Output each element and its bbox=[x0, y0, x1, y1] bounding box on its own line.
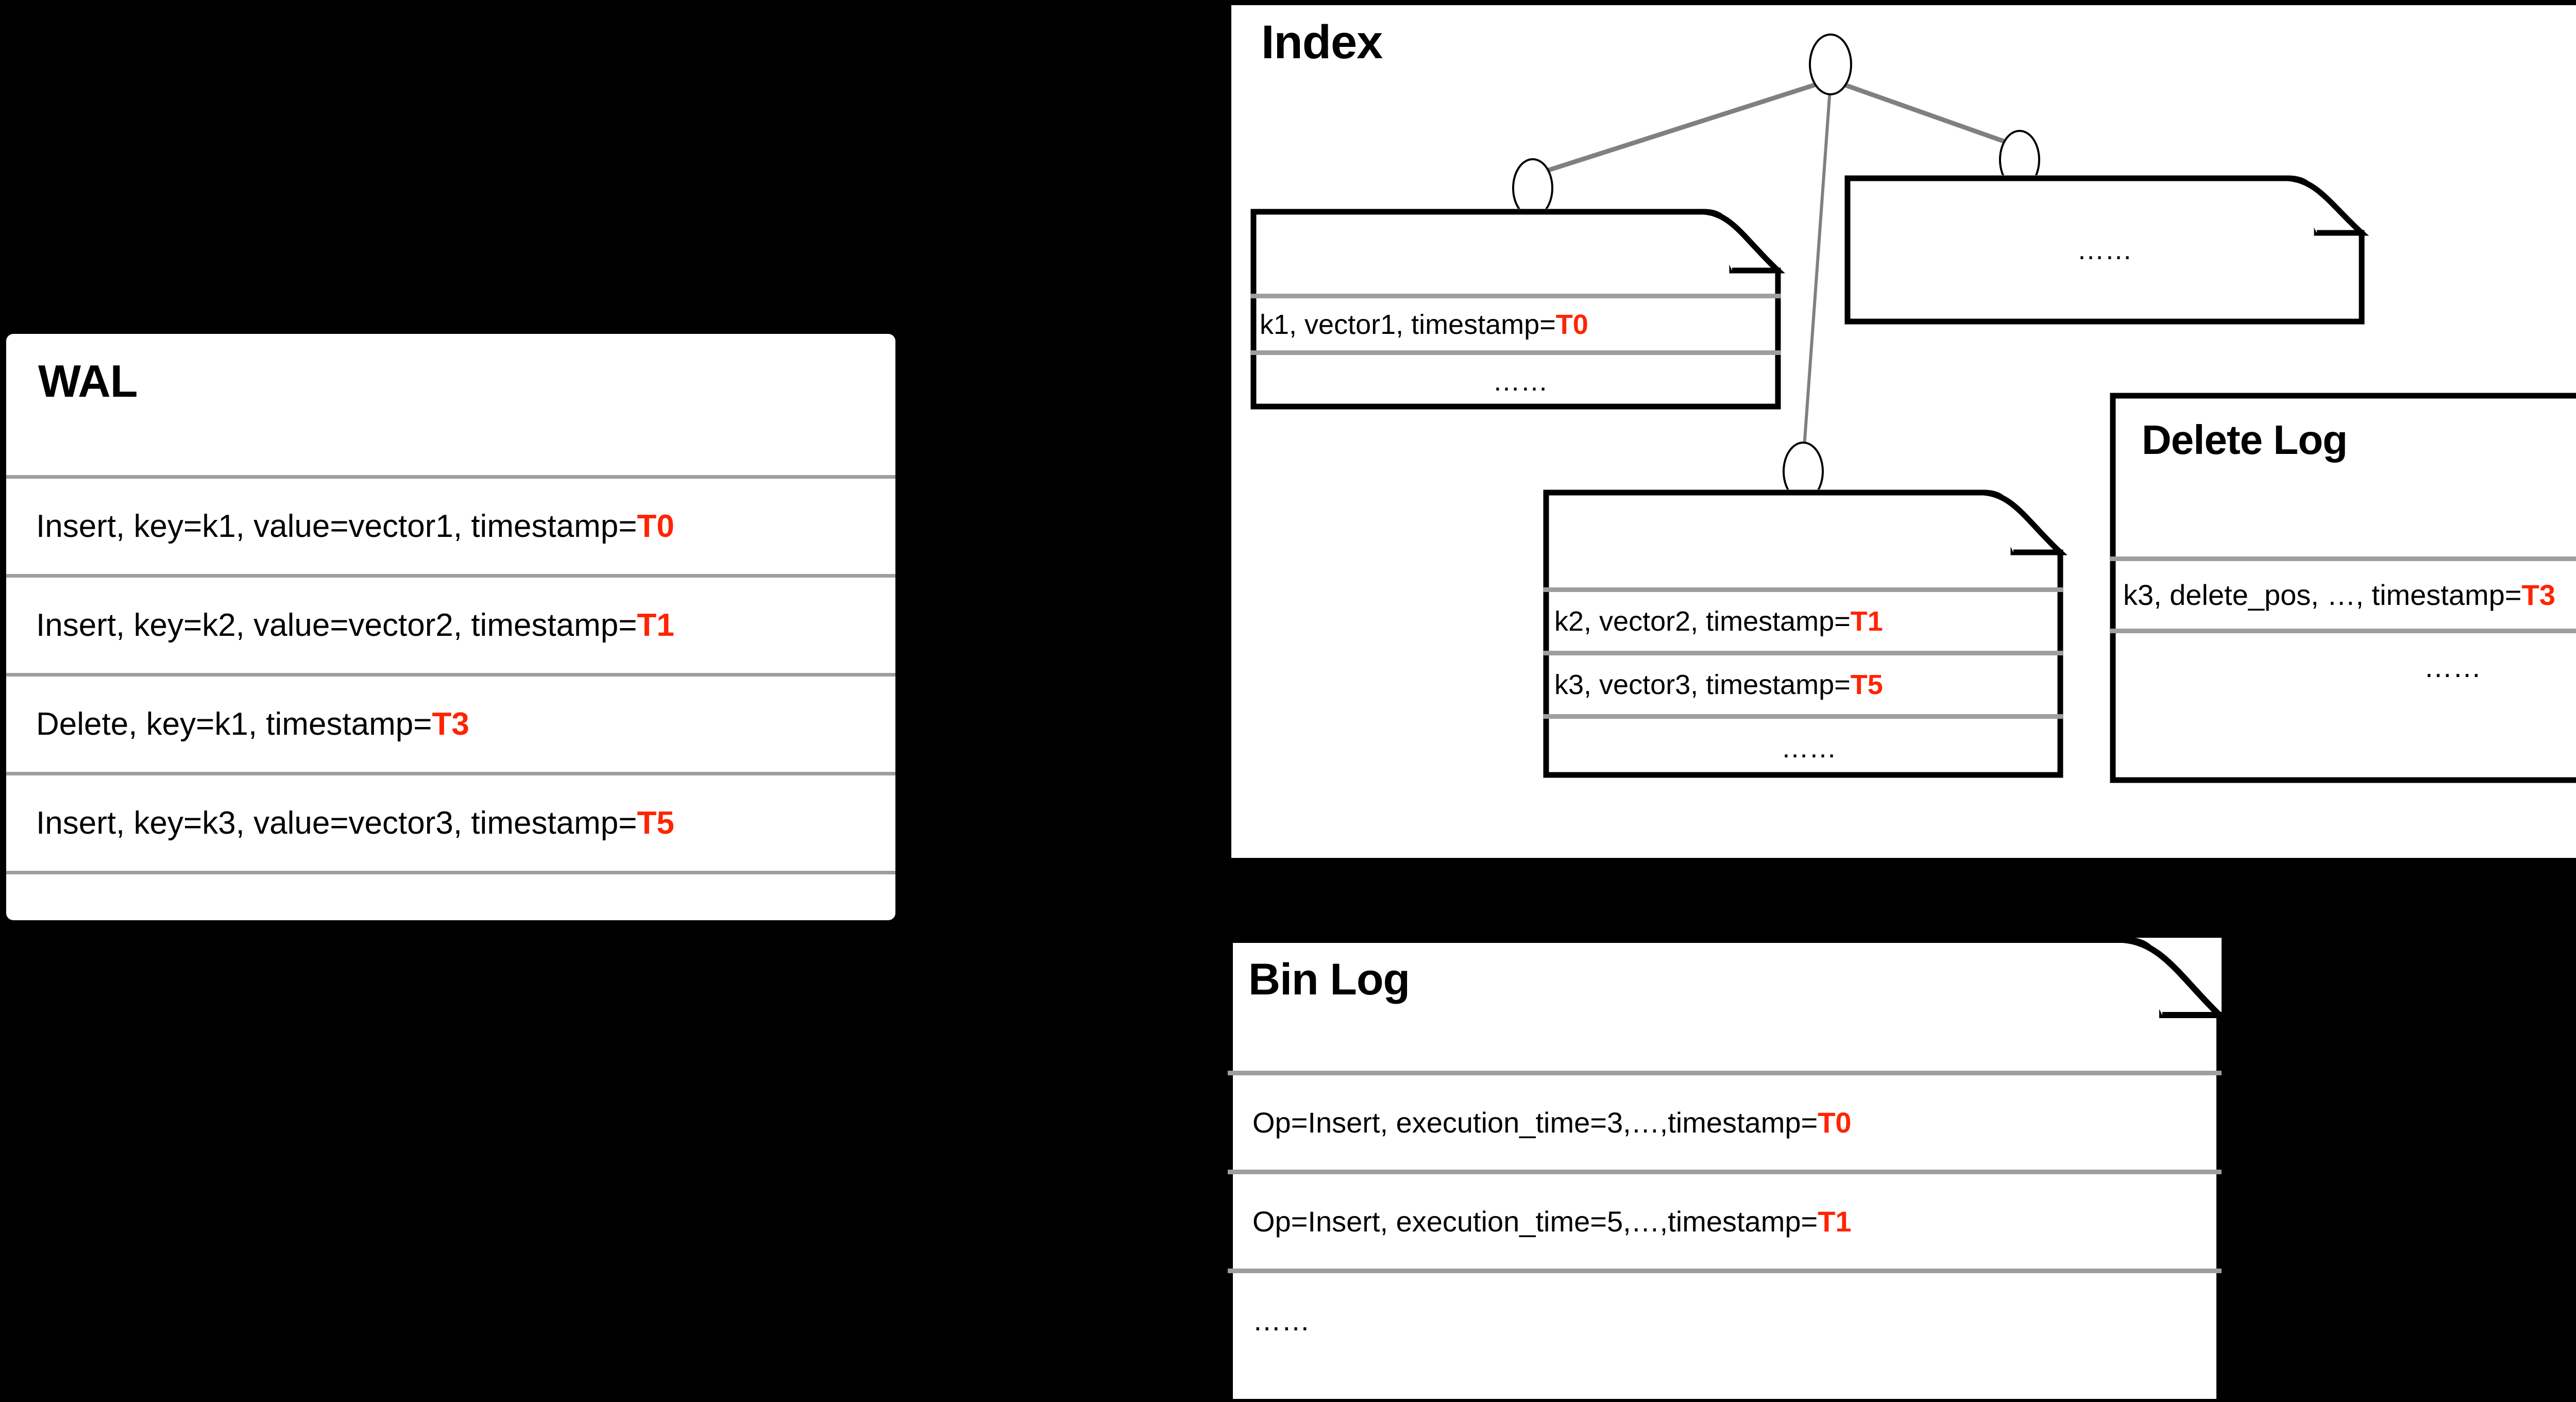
tree-edges bbox=[1532, 77, 2021, 178]
bin-log-row-text: Op=Insert, execution_time=3,…,timestamp= bbox=[1252, 1106, 1818, 1139]
index-node-row-ellipsis: …… bbox=[1250, 350, 1781, 407]
index-node-row-text: k1, vector1, timestamp= bbox=[1260, 309, 1556, 340]
delete-log-card: Delete Log k3, delete_pos, …, timestamp=… bbox=[2110, 393, 2576, 783]
index-panel: Index k1, vector1, timestamp=T0 …… bbox=[1231, 5, 2576, 858]
wal-row: Insert, key=k1, value=vector1, timestamp… bbox=[6, 475, 895, 574]
tree-edge-root-to-node1 bbox=[1532, 77, 1832, 178]
folded-corner-shape bbox=[1844, 175, 2369, 325]
index-node-row-timestamp: T1 bbox=[1850, 606, 1883, 637]
wal-row-timestamp: T5 bbox=[637, 805, 674, 841]
index-node-k2-card: k2, vector2, timestamp=T1 k3, vector3, t… bbox=[1543, 489, 2067, 778]
index-node-k2-rows: k2, vector2, timestamp=T1 k3, vector3, t… bbox=[1543, 587, 2063, 778]
wal-row-text: Insert, key=k2, value=vector2, timestamp… bbox=[36, 607, 637, 643]
wal-row-text: …… bbox=[36, 904, 100, 940]
index-title: Index bbox=[1261, 16, 1383, 69]
index-node-row: k2, vector2, timestamp=T1 bbox=[1543, 587, 2063, 651]
folded-corner-shape bbox=[1250, 209, 1785, 410]
tree-edge-root-to-node3 bbox=[1802, 82, 1832, 462]
wal-row-timestamp: T0 bbox=[637, 509, 674, 544]
bin-log-rows: Op=Insert, execution_time=3,…,timestamp=… bbox=[1228, 1071, 2222, 1367]
delete-log-row: k3, delete_pos, …, timestamp=T3 bbox=[2110, 556, 2576, 629]
delete-log-row-text: k3, delete_pos, …, timestamp= bbox=[2123, 579, 2522, 611]
wal-row-timestamp: T3 bbox=[432, 706, 469, 742]
delete-log-row-text: …… bbox=[2424, 651, 2482, 683]
delete-log-row-timestamp: T3 bbox=[2521, 579, 2555, 611]
index-node-row: k1, vector1, timestamp=T0 bbox=[1250, 294, 1781, 350]
index-node-k1-card: k1, vector1, timestamp=T0 …… bbox=[1250, 209, 1785, 410]
wal-row-text: Delete, key=k1, timestamp= bbox=[36, 706, 432, 742]
delete-log-row-ellipsis: …… bbox=[2110, 629, 2576, 701]
bin-log-row-timestamp: T1 bbox=[1818, 1205, 1852, 1238]
index-node-row-text: k2, vector2, timestamp= bbox=[1554, 606, 1851, 637]
index-node-row-ellipsis: …… bbox=[1844, 175, 2365, 325]
wal-panel: WAL Insert, key=k1, value=vector1, times… bbox=[6, 334, 895, 940]
wal-row: Insert, key=k3, value=vector3, timestamp… bbox=[6, 772, 895, 871]
index-node-row-text: …… bbox=[2077, 234, 2132, 265]
folded-corner-shape bbox=[1543, 489, 2067, 778]
wal-row-list: Insert, key=k1, value=vector1, timestamp… bbox=[6, 475, 895, 970]
bin-log-row-text: …… bbox=[1252, 1304, 1310, 1337]
index-node-row-ellipsis: …… bbox=[1543, 714, 2063, 778]
wal-row-text: Insert, key=k1, value=vector1, timestamp… bbox=[36, 509, 637, 544]
wal-row-ellipsis: …… bbox=[6, 871, 895, 970]
delete-log-title: Delete Log bbox=[2142, 417, 2348, 463]
bin-log-title: Bin Log bbox=[1248, 955, 1410, 1004]
index-node-row-text: k3, vector3, timestamp= bbox=[1554, 669, 1851, 700]
index-node-row-timestamp: T0 bbox=[1555, 309, 1588, 340]
index-node-row-text: …… bbox=[1781, 733, 1837, 764]
bin-log-row: Op=Insert, execution_time=5,…,timestamp=… bbox=[1228, 1170, 2222, 1269]
bin-log-row-text: Op=Insert, execution_time=5,…,timestamp= bbox=[1252, 1205, 1818, 1238]
folded-corner-shape bbox=[2110, 393, 2576, 783]
index-node-k1-rows: k1, vector1, timestamp=T0 …… bbox=[1250, 294, 1781, 407]
bin-log-row-ellipsis: …… bbox=[1228, 1269, 2222, 1367]
wal-row-text: Insert, key=k3, value=vector3, timestamp… bbox=[36, 805, 637, 841]
wal-title: WAL bbox=[38, 356, 138, 407]
index-node-row: k3, vector3, timestamp=T5 bbox=[1543, 651, 2063, 714]
index-node-dots-card: …… bbox=[1844, 175, 2369, 325]
wal-row: Delete, key=k1, timestamp=T3 bbox=[6, 673, 895, 772]
index-node-dots-rows: …… bbox=[1844, 175, 2365, 325]
index-node-row-text: …… bbox=[1493, 365, 1548, 397]
wal-row-timestamp: T1 bbox=[637, 607, 674, 643]
wal-row: Insert, key=k2, value=vector2, timestamp… bbox=[6, 574, 895, 673]
bin-log-panel: Bin Log Op=Insert, execution_time=3,…,ti… bbox=[1227, 937, 2227, 1402]
bin-log-row: Op=Insert, execution_time=3,…,timestamp=… bbox=[1228, 1071, 2222, 1170]
tree-node-root-circle bbox=[1809, 33, 1852, 95]
tree-edge-root-to-node2 bbox=[1829, 77, 2021, 149]
delete-log-rows: k3, delete_pos, …, timestamp=T3 …… bbox=[2110, 556, 2576, 701]
index-node-row-timestamp: T5 bbox=[1850, 669, 1883, 700]
bin-log-row-timestamp: T0 bbox=[1818, 1106, 1852, 1139]
